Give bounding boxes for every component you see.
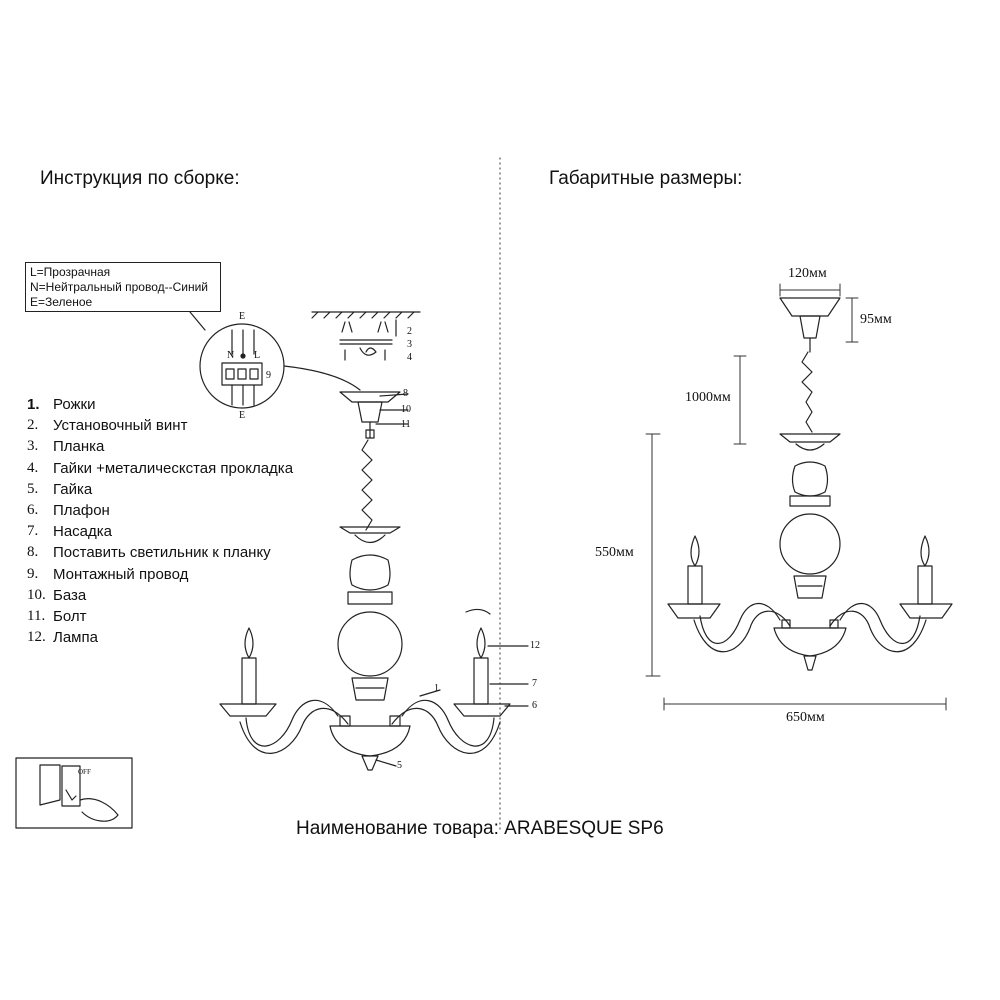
parts-list: 1. Рожки 2. Установочный винт 3. Планка 4. Г… bbox=[27, 394, 327, 648]
part-label: Болт bbox=[53, 607, 87, 625]
part-number: 4. bbox=[27, 459, 39, 476]
product-name: Наименование товара: ARABESQUE SP6 bbox=[296, 818, 664, 839]
part-label: Насадка bbox=[53, 523, 113, 541]
part-number: 7. bbox=[27, 523, 39, 540]
terminal-label-e-top: E bbox=[239, 311, 246, 322]
wiring-legend: L=Прозрачная N=Нейтральный провод--Синий… bbox=[25, 262, 221, 312]
dim-chain-length: 1000мм bbox=[685, 390, 731, 405]
dim-overall-width: 650мм bbox=[786, 710, 825, 725]
legend-line-l: L=Прозрачная bbox=[30, 265, 111, 279]
circuit-breaker-illustration bbox=[15, 757, 133, 829]
terminal-callout-9: 9 bbox=[266, 370, 271, 381]
part-number: 8. bbox=[27, 544, 39, 561]
callout-12: 12 bbox=[530, 640, 540, 651]
part-label: База bbox=[53, 586, 87, 604]
part-label: Установочный винт bbox=[53, 417, 188, 435]
part-label: Гайки +металическстая прокладка bbox=[53, 459, 294, 477]
legend-pointer bbox=[189, 311, 206, 331]
part-number: 9. bbox=[27, 565, 39, 582]
part-number: 3. bbox=[27, 438, 39, 455]
ceiling-mount bbox=[311, 311, 421, 361]
callout-10: 10 bbox=[401, 404, 411, 415]
dimension-lines bbox=[645, 283, 947, 711]
terminal-label-n: N bbox=[227, 350, 235, 361]
switch-off-label: OFF bbox=[78, 768, 91, 776]
callout-7: 7 bbox=[532, 678, 537, 689]
part-item: 1. Рожки bbox=[27, 394, 327, 415]
dim-body-height: 550мм bbox=[595, 545, 634, 560]
callout-8: 8 bbox=[403, 388, 408, 399]
part-item: 2. Установочный винт bbox=[27, 415, 327, 436]
part-item: 3. Планка bbox=[27, 436, 327, 457]
part-label: Поставить светильник к планку bbox=[53, 544, 271, 562]
callout-1: 1 bbox=[434, 683, 439, 694]
part-number: 2. bbox=[27, 417, 39, 434]
part-label: Плафон bbox=[53, 501, 110, 519]
terminal-label-e-bottom: E bbox=[239, 410, 246, 421]
part-item: 9. Монтажный провод bbox=[27, 564, 327, 585]
legend-line-n: N=Нейтральный провод--Синий bbox=[30, 280, 208, 294]
part-number: 11. bbox=[27, 607, 46, 624]
part-label: Планка bbox=[53, 438, 105, 456]
part-label: Рожки bbox=[53, 396, 96, 413]
part-number: 10. bbox=[27, 586, 46, 603]
part-number: 12. bbox=[27, 629, 46, 646]
part-item: 11. Болт bbox=[27, 606, 327, 627]
chandelier-dimensions bbox=[667, 297, 953, 671]
part-number: 5. bbox=[27, 480, 39, 497]
chandelier-assembly bbox=[219, 391, 529, 771]
dimensions-heading: Габаритные размеры: bbox=[549, 168, 743, 189]
part-item: 6. Плафон bbox=[27, 500, 327, 521]
callout-4: 4 bbox=[407, 352, 412, 363]
assembly-heading: Инструкция по сборке: bbox=[40, 168, 240, 189]
part-item: 12. Лампа bbox=[27, 627, 327, 648]
part-item: 7. Насадка bbox=[27, 521, 327, 542]
terminal-block-detail bbox=[199, 323, 361, 409]
callout-6: 6 bbox=[532, 700, 537, 711]
part-item: 4. Гайки +металическстая прокладка bbox=[27, 458, 327, 479]
dim-canopy-width: 120мм bbox=[788, 266, 827, 281]
part-item: 5. Гайка bbox=[27, 479, 327, 500]
callout-5: 5 bbox=[397, 760, 402, 771]
part-item: 10. База bbox=[27, 585, 327, 606]
terminal-label-l: L bbox=[254, 350, 261, 361]
part-number: 6. bbox=[27, 501, 39, 518]
dim-canopy-height: 95мм bbox=[860, 312, 892, 327]
callout-3: 3 bbox=[407, 339, 412, 350]
part-item: 8. Поставить светильник к планку bbox=[27, 542, 327, 563]
part-label: Гайка bbox=[53, 480, 93, 498]
part-label: Лампа bbox=[53, 629, 98, 647]
part-number: 1. bbox=[27, 396, 40, 413]
callout-2: 2 bbox=[407, 326, 412, 337]
part-label: Монтажный провод bbox=[53, 565, 189, 583]
legend-line-e: E=Зеленое bbox=[30, 295, 93, 309]
callout-11: 11 bbox=[401, 419, 411, 430]
